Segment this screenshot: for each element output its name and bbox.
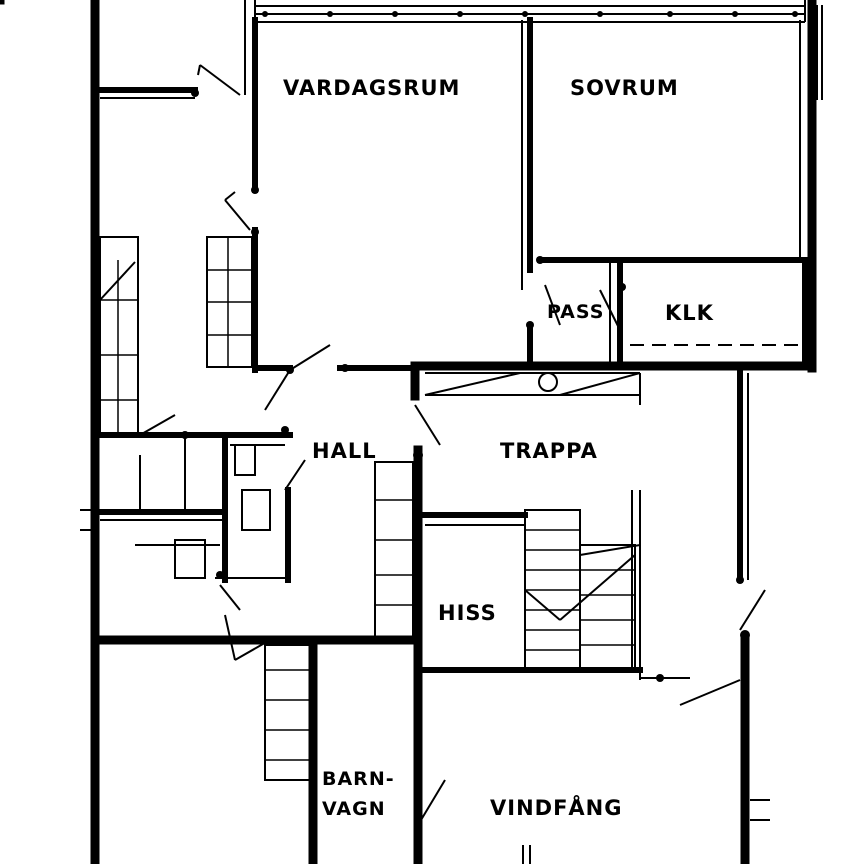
room-label-hiss: HISS bbox=[438, 601, 497, 625]
room-label-vindfang: VINDFÅNG bbox=[490, 795, 622, 820]
bathroom-block bbox=[97, 426, 293, 583]
exterior-walls bbox=[0, 0, 817, 864]
top-wall-windows bbox=[254, 0, 823, 100]
stair-hall bbox=[417, 370, 750, 682]
bottom-details bbox=[80, 509, 770, 864]
room-label-hall: HALL bbox=[312, 439, 377, 463]
hall-details bbox=[374, 450, 423, 638]
wardrobes bbox=[99, 236, 253, 438]
room-label-klk: KLK bbox=[665, 301, 714, 325]
room-label-trappa: TRAPPA bbox=[500, 439, 598, 463]
living-bedroom-walls bbox=[97, 0, 808, 374]
room-label-barnvagn-line2: VAGN bbox=[322, 798, 386, 820]
room-label-sovrum: SOVRUM bbox=[570, 76, 679, 100]
room-label-pass: PASS bbox=[547, 301, 604, 323]
doors bbox=[139, 64, 766, 826]
room-label-vardagsrum: VARDAGSRUM bbox=[283, 76, 460, 100]
room-label-barnvagn-line1: BARN- bbox=[322, 768, 395, 790]
staircase bbox=[524, 509, 641, 671]
stroller-room-shelves bbox=[264, 644, 422, 832]
